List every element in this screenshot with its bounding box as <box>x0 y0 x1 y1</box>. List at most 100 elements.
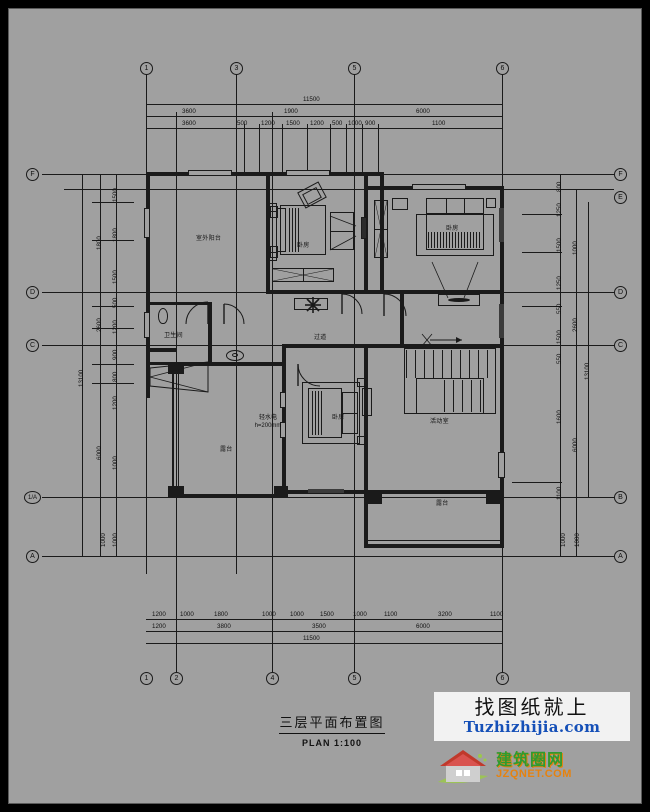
room-label-outdoor-balcony: 室外阳台 <box>196 235 222 242</box>
room-label-bedroom-center: 卧房 <box>297 242 310 249</box>
terrace-left-outline <box>172 364 284 496</box>
grid-tick-line <box>282 124 283 174</box>
bed-lower-blanket <box>312 391 324 435</box>
grid-bubble-top-1[interactable]: 1 <box>140 62 153 75</box>
dim-left-detail: 1800 <box>112 228 119 242</box>
grid-bubble-top-6[interactable]: 6 <box>496 62 509 75</box>
wall-bathroom-right <box>208 302 212 364</box>
dim-top-detail: 900 <box>365 120 376 127</box>
wall-corridor-bottom <box>208 362 284 365</box>
dim-right-detail: 1500 <box>556 330 563 344</box>
dim-left-detail: 1200 <box>112 396 119 410</box>
grid-tick-line <box>92 364 134 365</box>
grid-axis-5 <box>354 74 355 672</box>
grid-bubble-right-C[interactable]: C <box>614 339 627 352</box>
grid-axis-3 <box>236 74 237 574</box>
bed-right-blanket <box>428 232 482 248</box>
grid-bubble-top-5[interactable]: 5 <box>348 62 361 75</box>
dim-left-bay: 2600 <box>96 318 103 332</box>
wall-corridor-corner <box>282 344 286 366</box>
wall-upper-bottom-stub <box>146 348 176 352</box>
dim-line-top-overall <box>146 104 502 105</box>
grid-axis-A <box>42 556 614 557</box>
grid-tick-line <box>259 124 260 174</box>
dim-top-bay: 6000 <box>416 108 430 115</box>
toilet <box>158 308 168 324</box>
dim-line-left-detail <box>116 174 117 497</box>
grid-bubble-left-F[interactable]: F <box>26 168 39 181</box>
grid-bubble-right-E[interactable]: E <box>614 191 627 204</box>
window-lower-bedroom-left2 <box>280 422 286 438</box>
grid-bubble-left-D[interactable]: D <box>26 286 39 299</box>
grid-tick-line <box>346 124 347 174</box>
grid-bubble-bottom-5[interactable]: 5 <box>348 672 361 685</box>
dim-left-detail: 800 <box>112 371 119 382</box>
dim-top-detail: 1200 <box>310 120 324 127</box>
dim-line-left-bays <box>100 174 101 556</box>
wardrobe-right-divider <box>374 229 388 230</box>
dim-right-detail: 1250 <box>556 203 563 217</box>
ac-marker-2 <box>268 252 277 261</box>
grid-tick-line <box>522 345 562 346</box>
tv-center <box>361 217 367 239</box>
dim-left-bay: 6000 <box>96 446 103 460</box>
dim-left-detail: 900 <box>112 349 119 360</box>
watermark-brand-url: JZQNET.COM <box>496 768 572 780</box>
grid-bubble-right-D[interactable]: D <box>614 286 627 299</box>
dim-right-detail: 550 <box>556 303 563 314</box>
grid-bubble-bottom-6[interactable]: 6 <box>496 672 509 685</box>
grid-bubble-bottom-2[interactable]: 2 <box>170 672 183 685</box>
grid-bubble-top-3[interactable]: 3 <box>230 62 243 75</box>
grid-bubble-right-B[interactable]: B <box>614 491 627 504</box>
grid-bubble-bottom-1[interactable]: 1 <box>140 672 153 685</box>
grid-bubble-left-A[interactable]: A <box>26 550 39 563</box>
dim-bottom-bay: 6000 <box>416 623 430 630</box>
ac-marker-4 <box>357 378 366 387</box>
terrace-right-corner-tr <box>486 494 504 504</box>
grid-axis-E <box>64 189 614 190</box>
dim-line-left-lower <box>116 497 117 556</box>
title-block: 三层平面布置图 PLAN 1:100 <box>242 712 422 748</box>
sofa-center-split <box>330 231 354 232</box>
grid-tick-line <box>362 124 363 174</box>
wall-activity-bottom <box>364 490 502 494</box>
grid-bubble-bottom-4[interactable]: 4 <box>266 672 279 685</box>
watermark: 找图纸就上 Tuzhizhijia.com <box>434 692 630 788</box>
tv-cabinet-right <box>438 294 480 306</box>
grid-bubble-left-1A[interactable]: 1/A <box>24 491 41 504</box>
dim-bottom-detail: 1000 <box>290 611 304 618</box>
wall-terrace-right-bottom <box>364 544 504 548</box>
dim-top-overall: 11500 <box>303 96 320 103</box>
drawing-area: 11500 3600 1900 6000 3600 500 1200 1500 … <box>12 12 638 800</box>
stair-treads-lower <box>444 380 482 412</box>
window-left-bathroom <box>144 312 150 338</box>
grid-bubble-right-A[interactable]: A <box>614 550 627 563</box>
dim-line-top-detail <box>146 128 502 129</box>
wall-bathroom-top <box>146 302 212 305</box>
dim-line-left-overall <box>82 174 83 556</box>
dim-right-bay: 2600 <box>572 318 579 332</box>
dim-bottom-bay: 3500 <box>312 623 326 630</box>
corridor-round-decor-inner <box>232 353 238 357</box>
grid-tick-line <box>330 124 331 174</box>
dim-left-overall: 13100 <box>78 369 85 387</box>
dim-bottom-detail: 1800 <box>214 611 228 618</box>
watermark-url: Tuzhizhijia.com <box>463 718 601 736</box>
activity-wall-fixture <box>362 388 372 416</box>
dim-line-right-overall <box>588 202 589 497</box>
grid-tick-line <box>512 482 562 483</box>
wall-stair-left <box>400 290 404 348</box>
tv-right <box>448 298 470 302</box>
grid-bubble-left-C[interactable]: C <box>26 339 39 352</box>
dim-bottom-detail: 1500 <box>320 611 334 618</box>
grid-bubble-right-F[interactable]: F <box>614 168 627 181</box>
dim-top-bay: 1900 <box>284 108 298 115</box>
dim-bottom-bay: 3800 <box>217 623 231 630</box>
dim-right-detail: 1500 <box>556 238 563 252</box>
bed-right-headboard <box>426 198 484 214</box>
plant-icon <box>305 297 321 313</box>
dim-bottom-detail: 1000 <box>262 611 276 618</box>
window-balcony-top <box>188 170 232 176</box>
terrace-left-bottom-wall <box>172 494 288 498</box>
